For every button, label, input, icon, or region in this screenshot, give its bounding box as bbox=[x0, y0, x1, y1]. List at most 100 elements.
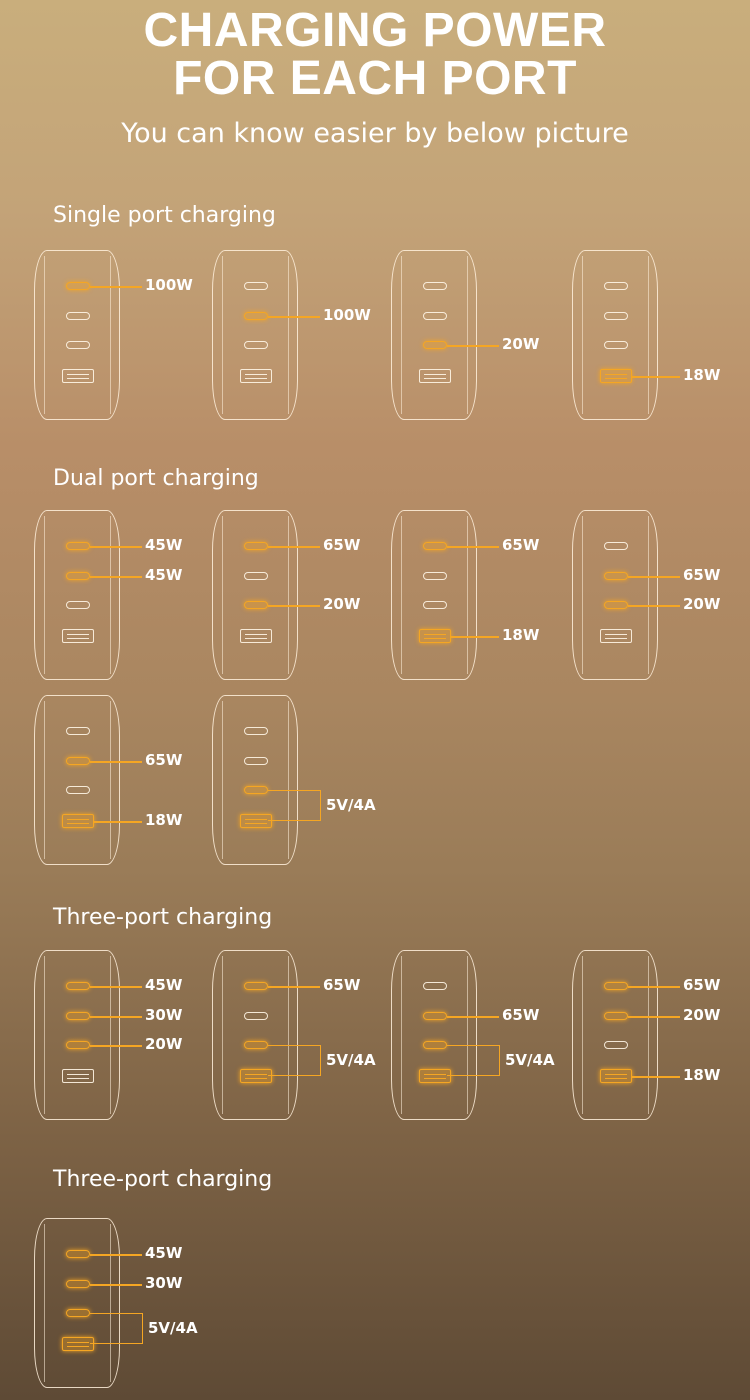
usb-c-port-icon bbox=[423, 341, 447, 349]
port-power-label: 65W bbox=[145, 751, 183, 769]
usb-a-port-icon bbox=[419, 1069, 451, 1083]
usb-c-port-icon bbox=[66, 1012, 90, 1020]
usb-c-port-icon bbox=[423, 601, 447, 609]
leader-line bbox=[447, 546, 499, 548]
charger-rib bbox=[222, 701, 223, 859]
charger-rib bbox=[222, 956, 223, 1114]
shared-power-bracket bbox=[447, 1045, 500, 1076]
charger-rib bbox=[222, 516, 223, 674]
charger-rib bbox=[110, 1224, 111, 1382]
port-power-label: 65W bbox=[323, 976, 361, 994]
usb-c-port-icon bbox=[244, 982, 268, 990]
leader-line bbox=[451, 636, 499, 638]
charger-outline bbox=[391, 250, 477, 420]
section-title-single: Single port charging bbox=[53, 203, 276, 228]
usb-c-port-icon bbox=[244, 786, 268, 794]
charger-rib bbox=[582, 256, 583, 414]
usb-c-port-icon bbox=[604, 982, 628, 990]
port-power-label: 18W bbox=[683, 366, 721, 384]
usb-a-port-icon bbox=[240, 629, 272, 643]
charger-outline bbox=[34, 1218, 120, 1388]
port-power-label: 18W bbox=[502, 626, 540, 644]
usb-c-port-icon bbox=[244, 572, 268, 580]
leader-line bbox=[632, 376, 680, 378]
usb-a-port-icon bbox=[419, 629, 451, 643]
leader-line bbox=[268, 605, 320, 607]
charger-rib bbox=[401, 256, 402, 414]
usb-c-port-icon bbox=[244, 542, 268, 550]
charger-rib bbox=[401, 516, 402, 674]
charger-rib bbox=[110, 956, 111, 1114]
usb-a-port-icon bbox=[600, 1069, 632, 1083]
leader-line bbox=[268, 986, 320, 988]
leader-line bbox=[90, 1284, 142, 1286]
charger-rib bbox=[288, 701, 289, 859]
usb-a-port-icon bbox=[240, 369, 272, 383]
leader-line bbox=[628, 986, 680, 988]
charger-rib bbox=[648, 516, 649, 674]
port-power-label: 20W bbox=[683, 595, 721, 613]
usb-c-port-icon bbox=[66, 312, 90, 320]
section-title-dual: Dual port charging bbox=[53, 466, 259, 491]
leader-line bbox=[90, 576, 142, 578]
usb-c-port-icon bbox=[604, 1041, 628, 1049]
charger-rib bbox=[288, 256, 289, 414]
charger-rib bbox=[582, 516, 583, 674]
charger-rib bbox=[288, 516, 289, 674]
usb-c-port-icon bbox=[423, 312, 447, 320]
charger-outline bbox=[34, 250, 120, 420]
shared-power-label: 5V/4A bbox=[326, 795, 376, 814]
charger-outline bbox=[572, 510, 658, 680]
charger-outline bbox=[34, 510, 120, 680]
usb-c-port-icon bbox=[66, 1041, 90, 1049]
usb-c-port-icon bbox=[66, 786, 90, 794]
charger-outline bbox=[212, 510, 298, 680]
charger-rib bbox=[467, 516, 468, 674]
port-power-label: 30W bbox=[145, 1274, 183, 1292]
usb-a-port-icon bbox=[62, 814, 94, 828]
leader-line bbox=[90, 1254, 142, 1256]
charger-diagram: 100W bbox=[212, 250, 371, 422]
usb-c-port-icon bbox=[604, 1012, 628, 1020]
usb-a-port-icon bbox=[600, 369, 632, 383]
shared-power-bracket bbox=[90, 1313, 143, 1344]
leader-line bbox=[90, 1045, 142, 1047]
charger-diagram: 100W bbox=[34, 250, 193, 422]
leader-line bbox=[90, 761, 142, 763]
leader-line bbox=[268, 546, 320, 548]
charger-outline bbox=[391, 510, 477, 680]
port-power-label: 100W bbox=[145, 276, 193, 294]
usb-c-port-icon bbox=[244, 1041, 268, 1049]
usb-a-port-icon bbox=[62, 1069, 94, 1083]
usb-c-port-icon bbox=[604, 542, 628, 550]
charger-rib bbox=[110, 516, 111, 674]
charger-rib bbox=[288, 956, 289, 1114]
port-power-label: 45W bbox=[145, 566, 183, 584]
usb-c-port-icon bbox=[66, 1280, 90, 1288]
leader-line bbox=[447, 345, 499, 347]
port-power-label: 100W bbox=[323, 306, 371, 324]
usb-c-port-icon bbox=[604, 312, 628, 320]
usb-c-port-icon bbox=[66, 282, 90, 290]
leader-line bbox=[90, 986, 142, 988]
usb-c-port-icon bbox=[244, 727, 268, 735]
charger-outline bbox=[391, 950, 477, 1120]
usb-c-port-icon bbox=[66, 1309, 90, 1317]
usb-c-port-icon bbox=[244, 1012, 268, 1020]
charger-rib bbox=[110, 701, 111, 859]
charger-outline bbox=[34, 950, 120, 1120]
charger-rib bbox=[582, 956, 583, 1114]
charger-diagram: 5V/4A bbox=[212, 695, 376, 867]
page-title-line1: CHARGING POWER bbox=[143, 4, 607, 57]
leader-line bbox=[268, 316, 320, 318]
usb-c-port-icon bbox=[423, 542, 447, 550]
charger-outline bbox=[212, 250, 298, 420]
usb-c-port-icon bbox=[604, 282, 628, 290]
